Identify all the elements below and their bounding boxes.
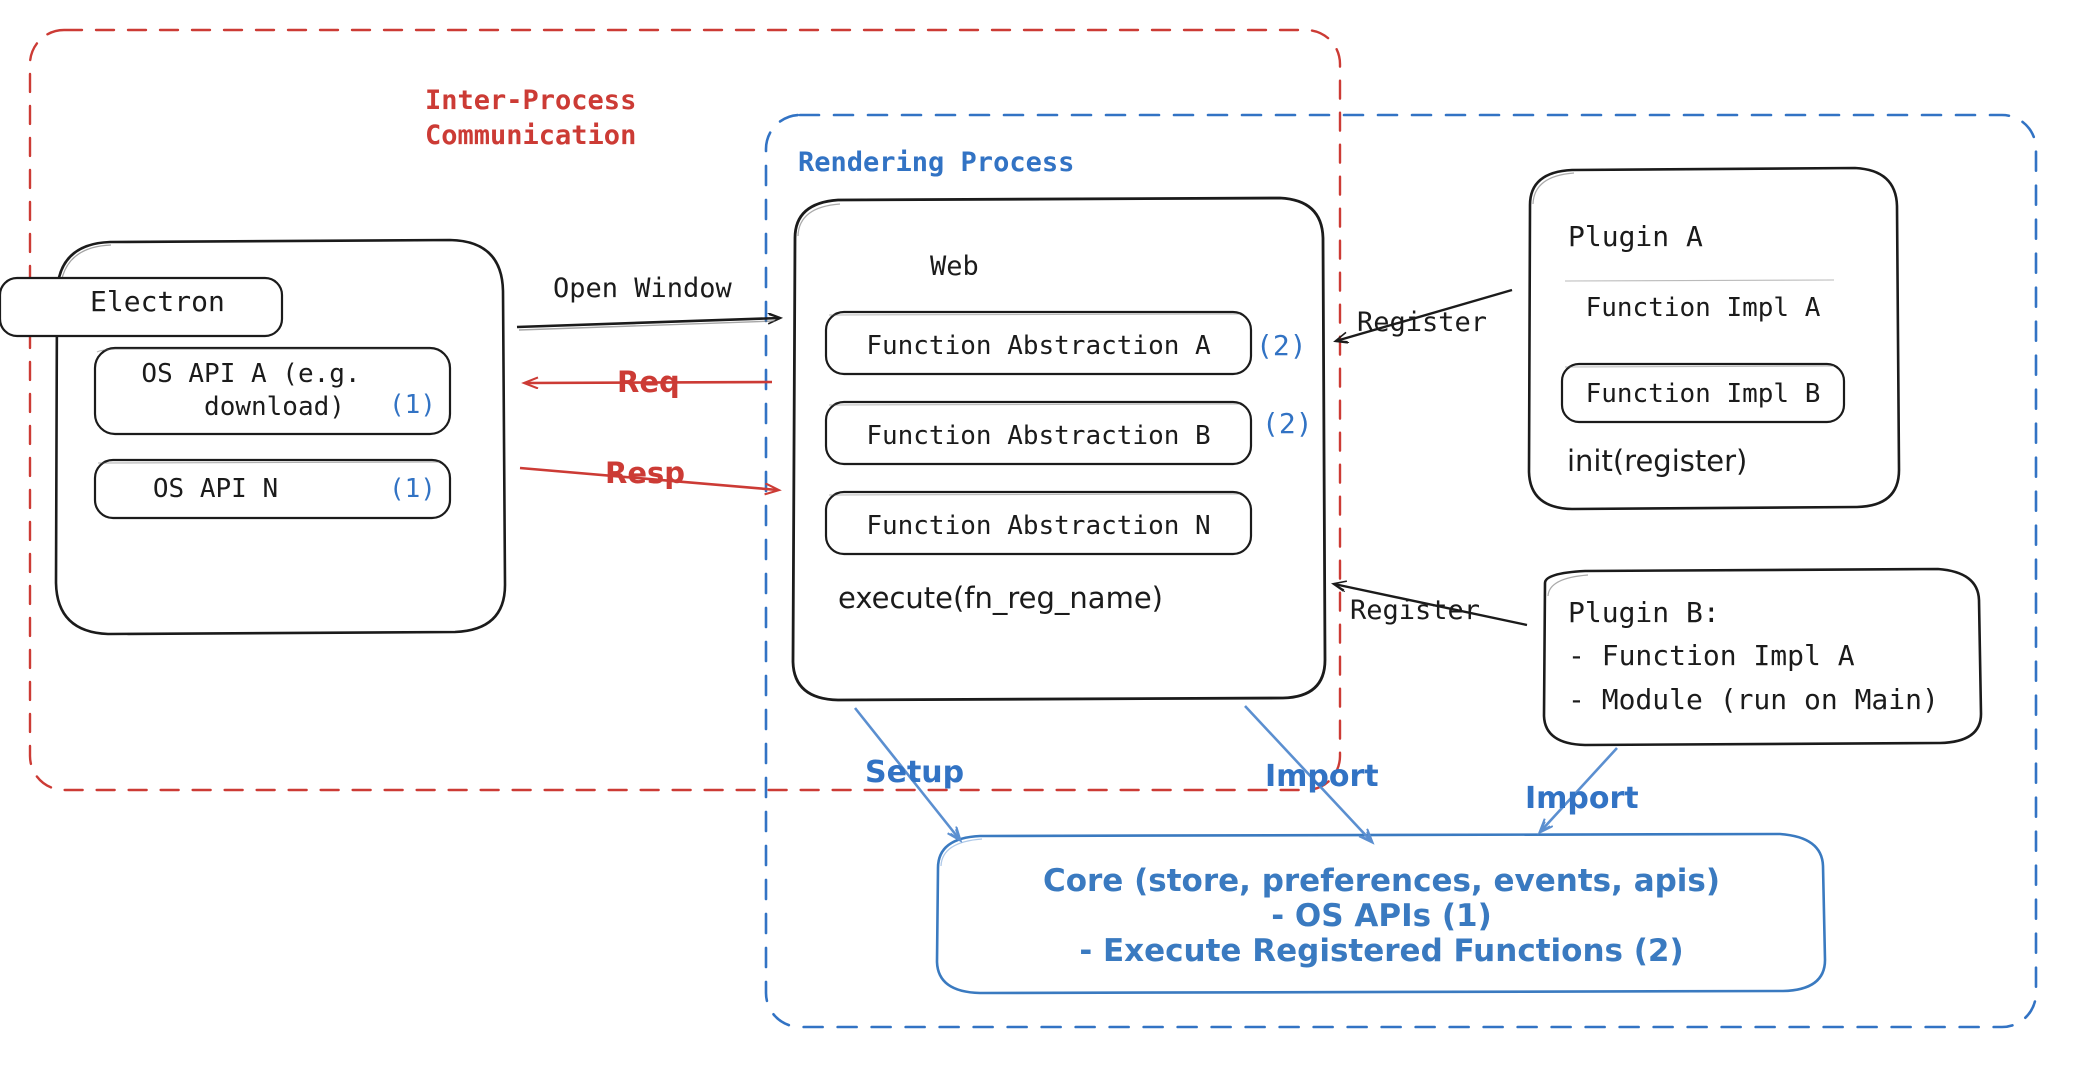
register-plugin-b-label: Register — [1350, 595, 1481, 626]
os-api-n-label: OS API N — [152, 474, 279, 504]
import-plugin-b-label: Import — [1525, 781, 1639, 816]
web-title: Web — [930, 251, 979, 282]
rendering-process-boundary — [764, 113, 2038, 1029]
req-label: Req — [617, 365, 680, 399]
function-abstraction-b-tag: (2) — [1262, 407, 1313, 440]
os-api-n-tag: (1) — [389, 474, 436, 504]
import-plugin-b-arrow — [1540, 747, 1618, 832]
function-abstraction-a-tag: (2) — [1256, 329, 1307, 362]
os-api-a-tag: (1) — [389, 390, 436, 420]
ipc-boundary — [28, 28, 1342, 792]
setup-arrow — [853, 707, 960, 840]
plugin-b-line-1: - Function Impl A — [1568, 639, 1855, 672]
os-api-a-box — [93, 346, 452, 436]
function-impl-a-box — [0, 276, 1835, 338]
function-abstraction-b-box — [824, 400, 1253, 466]
core-box — [935, 832, 1827, 995]
register-plugin-a-arrow — [1336, 288, 1513, 341]
plugin-a-box — [1527, 166, 1901, 511]
os-api-n-box — [93, 458, 452, 520]
plugin-a-init-label: init(register) — [1567, 444, 1748, 478]
setup-label: Setup — [865, 755, 965, 790]
core-line-2: - OS APIs (1) — [1271, 898, 1492, 934]
plugin-b-title: Plugin B: — [1568, 596, 1720, 629]
web-execute-label: execute(fn_reg_name) — [838, 581, 1163, 615]
function-abstraction-b-label: Function Abstraction B — [866, 421, 1211, 451]
plugin-b-line-2: - Module (run on Main) — [1568, 683, 1939, 716]
register-plugin-b-arrow — [1334, 584, 1528, 627]
os-api-a-label: OS API A (e.g. download) — [141, 359, 361, 423]
electron-title: Electron — [90, 285, 225, 318]
function-abstraction-a-box — [824, 310, 1253, 376]
import-web-arrow — [1244, 705, 1372, 842]
rendering-process-label: Rendering Process — [798, 147, 1075, 178]
plugin-b-box — [1542, 567, 1983, 747]
resp-arrow — [519, 466, 778, 490]
function-abstraction-n-box — [824, 490, 1253, 556]
req-arrow — [525, 382, 773, 383]
open-window-arrow — [516, 318, 780, 331]
function-impl-b-box — [1560, 362, 1846, 424]
core-line-1: Core (store, preferences, events, apis) — [1042, 863, 1721, 899]
core-line-3: - Execute Registered Functions (2) — [1079, 933, 1684, 969]
function-abstraction-a-label: Function Abstraction A — [866, 331, 1211, 361]
function-impl-b-label: Function Impl B — [1585, 379, 1821, 409]
open-window-label: Open Window — [553, 273, 732, 304]
electron-box — [54, 238, 507, 636]
function-abstraction-n-label: Function Abstraction N — [866, 511, 1211, 541]
ipc-boundary-label: Inter‑Process Communication — [425, 85, 637, 151]
plugin-a-title: Plugin A — [1568, 220, 1703, 253]
resp-label: Resp — [605, 456, 686, 490]
import-web-label: Import — [1265, 759, 1379, 794]
function-impl-a-label: Function Impl A — [1585, 293, 1821, 323]
register-plugin-a-label: Register — [1357, 307, 1488, 338]
